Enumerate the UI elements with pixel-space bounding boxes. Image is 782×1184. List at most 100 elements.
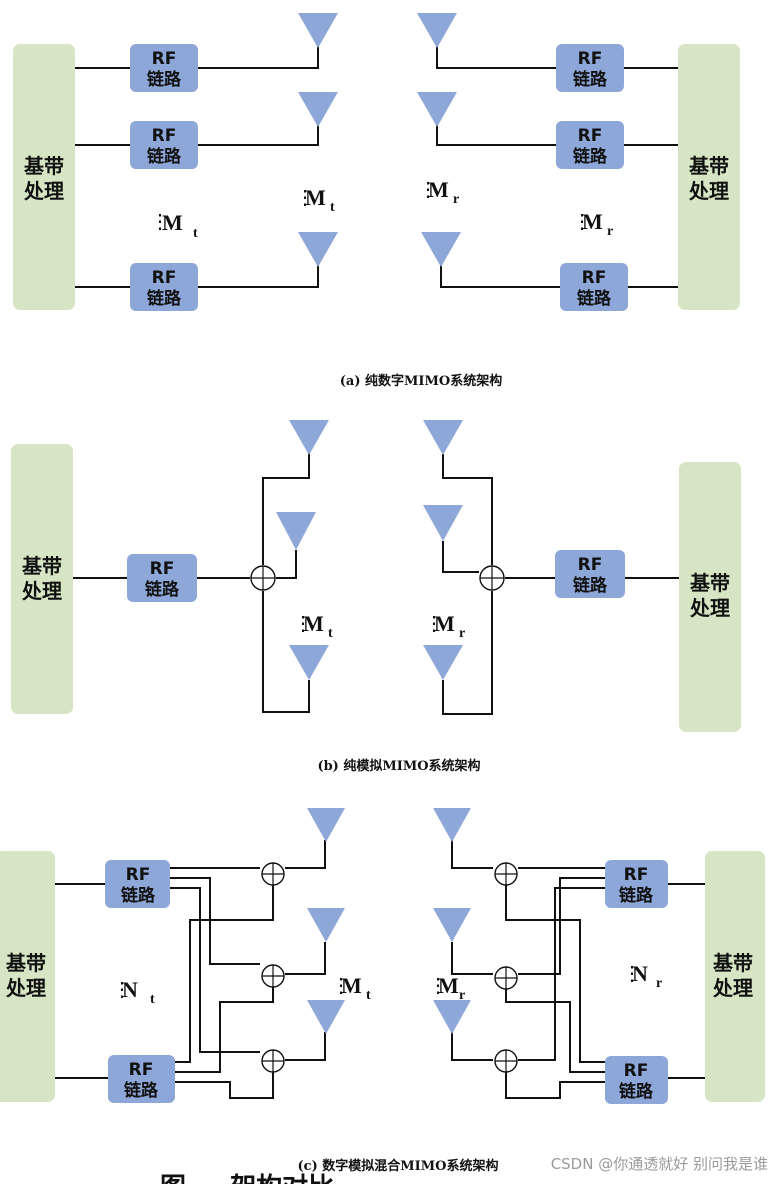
count-label: M xyxy=(582,209,603,234)
baseband-label-line2: 处理 xyxy=(688,179,729,203)
rf-label: RF xyxy=(150,559,175,579)
count-subscript: r xyxy=(453,192,459,207)
figure-title: 图 … 架构对比 xyxy=(160,1173,334,1184)
rf-label: 链路 xyxy=(121,885,156,906)
rf-chain-block xyxy=(560,263,628,311)
ellipsis-vertical: ⋮ xyxy=(428,975,448,997)
rf-label: RF xyxy=(152,49,177,69)
rf-label: RF xyxy=(129,1060,154,1080)
rf-label: RF xyxy=(582,268,607,288)
antenna-icon xyxy=(307,908,345,942)
antenna-icon xyxy=(433,808,471,842)
count-label: M xyxy=(438,973,459,998)
baseband-label-line1: 基带 xyxy=(689,154,729,178)
baseband-label-line1: 基带 xyxy=(22,554,62,578)
rf-label: RF xyxy=(578,555,603,575)
rf-chain-block xyxy=(605,1056,668,1104)
ellipsis-vertical: ⋮ xyxy=(150,211,170,233)
rf-label: 链路 xyxy=(147,69,182,90)
rf-label: RF xyxy=(126,865,151,885)
baseband-label-line2: 处理 xyxy=(689,596,730,620)
antenna-icon xyxy=(417,13,457,48)
rf-chain-block xyxy=(127,554,197,602)
rf-chain-block xyxy=(130,121,198,169)
panel-a-digital: 基带 处理 基带 处理 RF 链路 RF 链路 RF 链路 RF 链路 RF 链… xyxy=(13,13,740,389)
ellipsis-vertical: ⋮ xyxy=(572,211,592,233)
rf-label: 链路 xyxy=(577,288,612,309)
antenna-icon xyxy=(307,1000,345,1034)
rf-chain-block xyxy=(130,44,198,92)
rf-chain-block xyxy=(108,1055,175,1103)
count-subscript: t xyxy=(328,626,333,641)
rf-chain-block xyxy=(555,550,625,598)
rf-label: RF xyxy=(152,126,177,146)
count-label: M xyxy=(341,973,362,998)
ellipsis-vertical: ⋮ xyxy=(622,963,642,985)
count-label: M xyxy=(303,611,324,636)
antenna-icon xyxy=(433,908,471,942)
count-label: M xyxy=(428,177,449,202)
count-label: M xyxy=(434,611,455,636)
count-subscript: t xyxy=(150,992,155,1007)
rf-chain-block xyxy=(130,263,198,311)
watermark: CSDN @你通透就好 别问我是谁 xyxy=(551,1155,768,1173)
count-label: N xyxy=(632,961,648,986)
ellipsis-vertical: ⋮ xyxy=(424,613,444,635)
rf-label: RF xyxy=(624,1061,649,1081)
antenna-icon xyxy=(423,645,463,680)
rf-label: 链路 xyxy=(145,579,180,600)
rf-label: RF xyxy=(578,126,603,146)
rf-label: 链路 xyxy=(573,575,608,596)
rf-label: RF xyxy=(624,865,649,885)
antenna-icon xyxy=(289,420,329,455)
baseband-label-line1: 基带 xyxy=(24,154,64,178)
baseband-label-line2: 处理 xyxy=(5,976,46,1000)
ellipsis-vertical: ⋮ xyxy=(295,187,315,209)
count-subscript: r xyxy=(459,626,465,641)
baseband-block-rx xyxy=(678,44,740,310)
caption-b: (b) 纯模拟MIMO系统架构 xyxy=(317,758,480,774)
rf-chain-block xyxy=(105,860,170,908)
ellipsis-vertical: ⋮ xyxy=(331,975,351,997)
rf-label: 链路 xyxy=(147,146,182,167)
count-subscript: t xyxy=(366,988,371,1003)
rf-label: 链路 xyxy=(573,69,608,90)
baseband-label-line1: 基带 xyxy=(6,951,46,975)
baseband-label-line1: 基带 xyxy=(690,571,730,595)
antenna-icon xyxy=(421,232,461,267)
antenna-icon xyxy=(298,232,338,267)
ellipsis-vertical: ⋮ xyxy=(293,613,313,635)
rf-label: 链路 xyxy=(619,1081,654,1102)
antenna-icon xyxy=(423,505,463,541)
antenna-icon xyxy=(417,92,457,127)
rf-label: RF xyxy=(578,49,603,69)
count-subscript: r xyxy=(607,224,613,239)
baseband-block-tx xyxy=(13,44,75,310)
baseband-label-line1: 基带 xyxy=(713,951,753,975)
ellipsis-vertical: ⋮ xyxy=(112,979,132,1001)
rf-chain-block xyxy=(556,121,624,169)
ellipsis-vertical: ⋮ xyxy=(418,179,438,201)
baseband-block-tx xyxy=(11,444,73,714)
rf-label: RF xyxy=(152,268,177,288)
rf-label: 链路 xyxy=(573,146,608,167)
antenna-icon xyxy=(307,808,345,842)
count-subscript: r xyxy=(459,988,465,1003)
baseband-block-tx xyxy=(0,851,55,1102)
rf-label: 链路 xyxy=(124,1080,159,1101)
baseband-block-rx xyxy=(679,462,741,732)
antenna-icon xyxy=(298,13,338,48)
count-label: M xyxy=(305,185,326,210)
baseband-label-line2: 处理 xyxy=(21,579,62,603)
count-label: N xyxy=(122,977,138,1002)
count-subscript: t xyxy=(193,226,198,241)
count-subscript: r xyxy=(656,976,662,991)
panel-c-hybrid: 基带 处理 基带 处理 RF 链路 RF 链路 RF 链路 RF 链路 xyxy=(0,808,765,1174)
rf-chain-block xyxy=(605,860,668,908)
count-subscript: t xyxy=(330,200,335,215)
antenna-icon xyxy=(433,1000,471,1034)
antenna-icon xyxy=(289,645,329,680)
panel-b-analog: 基带 处理 基带 处理 RF 链路 RF 链路 ⋮ M t ⋮ M r (b) … xyxy=(11,420,741,774)
rf-label: 链路 xyxy=(147,288,182,309)
